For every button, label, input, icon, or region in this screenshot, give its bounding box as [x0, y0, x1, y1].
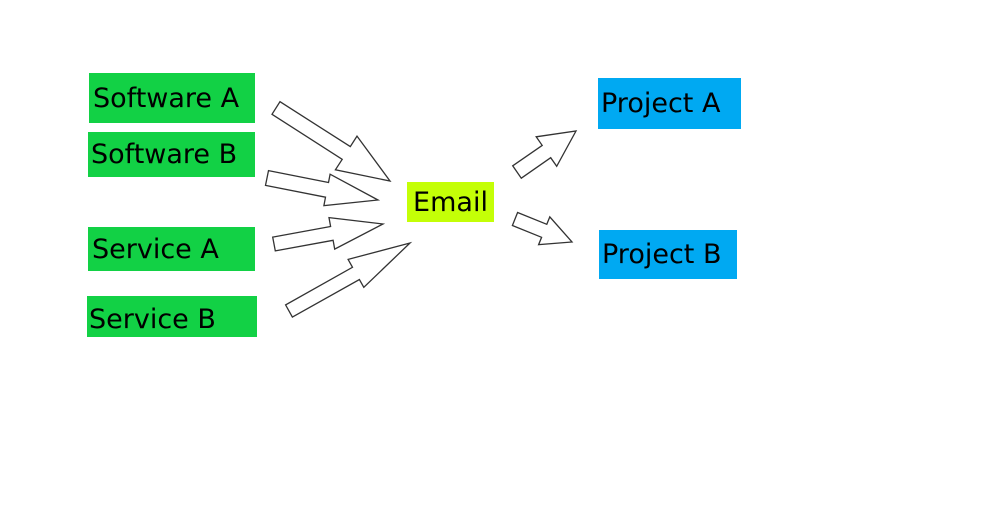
- source-box-service-b: Service B: [87, 296, 257, 337]
- source-box-service-a: Service A: [88, 227, 255, 271]
- target-label: Project A: [601, 88, 721, 119]
- source-label: Software B: [91, 139, 238, 170]
- arrow-software-b-to-email: [264, 169, 381, 207]
- arrow-service-b-to-email: [284, 241, 413, 318]
- target-box-project-a: Project A: [598, 78, 741, 129]
- source-label: Software A: [93, 82, 240, 114]
- arrow-email-to-project-a: [511, 130, 578, 180]
- hub-box-email: Email: [407, 182, 494, 222]
- source-box-software-a: Software A: [89, 73, 255, 123]
- target-label: Project B: [602, 239, 722, 270]
- source-label: Service B: [89, 304, 216, 335]
- source-box-software-b: Software B: [88, 132, 255, 177]
- arrow-service-a-to-email: [271, 216, 386, 252]
- source-label: Service A: [92, 233, 219, 265]
- target-box-project-b: Project B: [599, 230, 737, 279]
- hub-label: Email: [413, 186, 488, 218]
- arrow-email-to-project-b: [511, 211, 574, 246]
- arrow-software-a-to-email: [271, 100, 392, 182]
